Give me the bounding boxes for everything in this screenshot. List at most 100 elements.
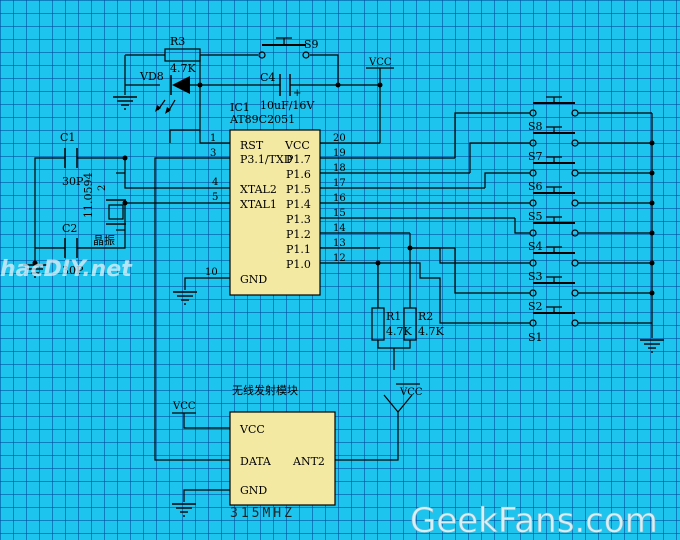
module-pin-data: DATA — [240, 455, 272, 468]
watermark-left: hacDIY.net — [0, 257, 133, 282]
switch-wiring — [378, 112, 653, 338]
mcu-pin-num: 16 — [333, 193, 346, 204]
resistor-r2 — [403, 307, 417, 341]
module-pin-gnd: GND — [240, 484, 267, 497]
c1-value: 30P — [62, 175, 84, 188]
mcu-ic-body — [229, 129, 321, 296]
ground-symbol — [112, 96, 138, 110]
switch-s2: S2 — [528, 276, 579, 313]
led-vd8 — [125, 75, 190, 114]
switch-s9 — [258, 37, 310, 59]
r2-value: 4.7K — [418, 325, 444, 338]
watermark-bottom-right: GeekFans.com — [410, 501, 658, 540]
module-vcc-wire — [183, 413, 230, 429]
r2-label: R2 — [418, 310, 433, 323]
switch-s1: S1 — [528, 306, 579, 344]
c2-value: 30P — [62, 264, 84, 277]
mcu-pin-label: P1.3 — [286, 213, 311, 226]
mcu-pin-num: 10 — [205, 267, 218, 278]
ground-symbol — [171, 503, 197, 517]
switch-label: S5 — [528, 210, 543, 223]
rst-wire — [169, 129, 200, 143]
switch-label: S3 — [528, 270, 543, 283]
switch-s6: S6 — [528, 156, 579, 193]
vcc-label: VCC — [172, 401, 196, 412]
svg-text:+: + — [293, 88, 301, 99]
c2-label: C2 — [62, 222, 77, 235]
mcu-pin-num: 15 — [333, 208, 346, 219]
mcu-pin-num: 13 — [333, 238, 346, 249]
switch-s3: S3 — [528, 246, 579, 283]
switch-label: S7 — [528, 150, 543, 163]
resistor-r1 — [371, 307, 385, 341]
switch-s5: S5 — [528, 186, 579, 223]
module-title: 无线发射模块 — [232, 383, 298, 397]
module-freq: 315MHZ — [230, 506, 295, 521]
ground-symbol — [172, 291, 198, 305]
r3-label: R3 — [170, 35, 185, 48]
mcu-pin-num: 17 — [333, 178, 346, 189]
ground-symbol — [639, 339, 665, 353]
rf-module-body — [229, 411, 336, 506]
mcu-pin-num: 5 — [212, 192, 218, 203]
capacitor-c2 — [64, 238, 78, 258]
module-pin-ant: ANT2 — [292, 455, 325, 468]
mcu-pin-num: 14 — [333, 223, 346, 234]
switch-s7: S7 — [528, 126, 579, 163]
mcu-pin-num: 18 — [333, 163, 346, 174]
mcu-pin-label: P1.4 — [286, 198, 311, 211]
c4-value: 10uF/16V — [260, 99, 315, 112]
antenna-icon — [383, 394, 413, 413]
vcc-label: VCC — [368, 57, 392, 68]
mcu-pin-gnd-label: GND — [240, 273, 267, 286]
switch-s8: S8 — [528, 96, 579, 133]
oscillator-wiring — [34, 157, 230, 263]
mcu-pin-vcc-label: VCC — [284, 139, 310, 152]
mcu-pin-label: P1.2 — [286, 228, 311, 241]
mcu-gnd-wire — [184, 277, 230, 290]
mcu-pin-label: P1.0 — [286, 258, 311, 271]
mcu-pin-label: P1.7 — [286, 153, 311, 166]
mcu-pin-xtal2-label: XTAL2 — [240, 183, 277, 196]
switch-label: S2 — [528, 300, 543, 313]
capacitor-c1 — [64, 148, 78, 168]
r3-value: 4.7K — [170, 62, 196, 75]
txd-data-wire — [154, 157, 230, 461]
antenna-wire — [335, 412, 399, 461]
vd8-label: VD8 — [139, 70, 164, 83]
crystal-freq: 11.0594 — [82, 173, 95, 219]
mcu-pin-num: 19 — [333, 148, 346, 159]
module-gnd-wire — [183, 489, 230, 502]
mcu-pin-num: 12 — [333, 253, 346, 264]
s9-label: S9 — [304, 38, 319, 51]
module-pin-vcc: VCC — [239, 423, 265, 436]
crystal-pin-label: 2 — [97, 185, 108, 191]
mcu-ref: IC1 — [230, 101, 250, 114]
switch-s4: S4 — [528, 216, 579, 253]
mcu-pin-txd-label: P3.1/TXD — [240, 153, 293, 166]
pullup-wiring — [377, 248, 411, 370]
r1-label: R1 — [386, 310, 401, 323]
mcu-pin-num: 3 — [210, 148, 216, 159]
resistor-r3 — [164, 48, 201, 62]
mcu-pin-xtal1-label: XTAL1 — [240, 198, 277, 211]
mcu-pin-label: P1.5 — [286, 183, 311, 196]
c4-label: C4 — [260, 71, 275, 84]
mcu-pin-rst-label: RST — [240, 139, 264, 152]
mcu-right-pin-stubs — [320, 142, 515, 264]
vcc-label: VCC — [399, 387, 423, 398]
reset-circuit-wiring — [124, 54, 380, 144]
switch-label: S1 — [528, 331, 543, 344]
capacitor-c4: + — [279, 74, 301, 99]
c1-label: C1 — [60, 131, 75, 144]
switch-label: S6 — [528, 180, 543, 193]
mcu-pin-label: P1.6 — [286, 168, 311, 181]
r1-value: 4.7K — [386, 325, 412, 338]
mcu-pin-num: 20 — [333, 133, 346, 144]
mcu-part: AT89C2051 — [229, 113, 295, 126]
mcu-pin-num: 1 — [210, 133, 216, 144]
crystal — [106, 199, 126, 225]
